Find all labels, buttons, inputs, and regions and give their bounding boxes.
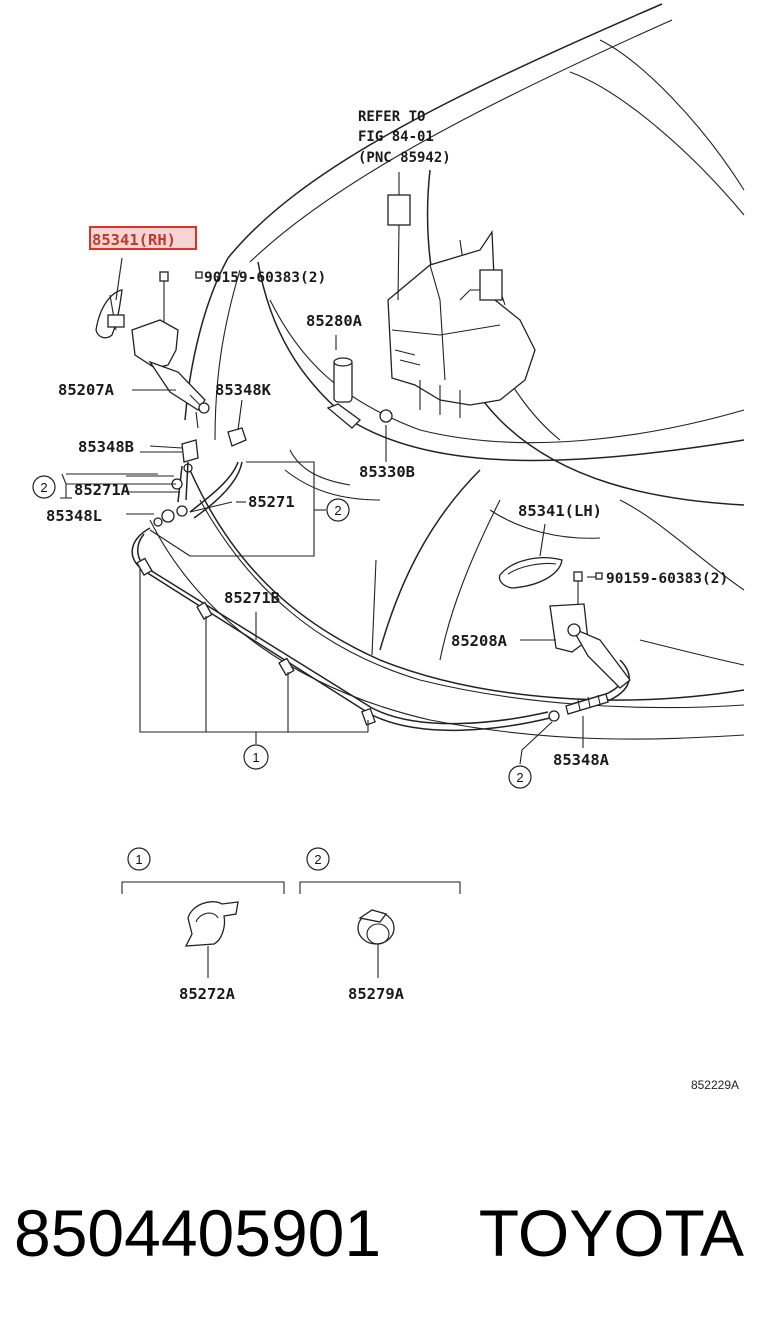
part-number: 8504405901 [14, 1196, 381, 1270]
clamp-85272A [184, 901, 239, 978]
washer-nozzle-rh [131, 271, 210, 429]
label-85330B[interactable]: 85330B [359, 463, 415, 481]
figure-code: 852229A [691, 1078, 739, 1092]
callout-1-a: 1 [243, 744, 269, 770]
label-85280A[interactable]: 85280A [306, 312, 363, 330]
svg-text:1: 1 [135, 852, 142, 867]
svg-text:2: 2 [334, 503, 341, 518]
callout-2-c: 2 [508, 765, 532, 789]
leader-lines [60, 389, 600, 765]
headlamp-cleaner-cap-lh [498, 523, 563, 589]
highlight-box [89, 226, 197, 250]
callout-1-legend: 1 [127, 847, 151, 871]
washer-nozzle-lh [549, 571, 631, 715]
headlamp-cleaner-cap-rh [95, 257, 125, 339]
callout-2-a: 2 [32, 475, 56, 499]
label-85207A[interactable]: 85207A [58, 381, 115, 399]
hose-joints [149, 399, 247, 527]
label-85208A[interactable]: 85208A [451, 632, 508, 650]
bolt-icon [195, 271, 603, 580]
refer-line-3: (PNC 85942) [358, 150, 451, 166]
label-bolt-rh[interactable]: 90159-60383(2) [204, 270, 326, 286]
clamp-85279A [357, 909, 395, 978]
label-85279A[interactable]: 85279A [348, 985, 405, 1003]
label-85341-rh[interactable]: 85341(RH) [92, 231, 176, 249]
label-85348L[interactable]: 85348L [46, 507, 102, 525]
label-85271B[interactable]: 85271B [224, 589, 280, 607]
legend-brackets [121, 881, 461, 894]
vehicle-body-outline [149, 3, 745, 740]
svg-text:2: 2 [516, 770, 523, 785]
callout-2-legend: 2 [306, 847, 330, 871]
washer-hoses [131, 461, 630, 732]
label-85348A[interactable]: 85348A [553, 751, 610, 769]
label-85348B[interactable]: 85348B [78, 438, 134, 456]
label-85271[interactable]: 85271 [248, 493, 295, 511]
callout-2-b: 2 [326, 498, 350, 522]
svg-text:2: 2 [40, 480, 47, 495]
label-85272A[interactable]: 85272A [179, 985, 236, 1003]
refer-line-2: FIG 84-01 [358, 129, 434, 145]
label-85341-lh[interactable]: 85341(LH) [518, 502, 602, 520]
washer-tank [387, 172, 536, 418]
refer-line-1: REFER TO [358, 109, 425, 125]
brand-name: TOYOTA [479, 1196, 744, 1270]
label-bolt-lh[interactable]: 90159-60383(2) [606, 571, 728, 587]
label-85271A[interactable]: 85271A [74, 481, 131, 499]
washer-pump [326, 335, 393, 462]
label-85348K[interactable]: 85348K [215, 381, 272, 399]
svg-text:1: 1 [252, 750, 259, 765]
svg-text:2: 2 [314, 852, 321, 867]
